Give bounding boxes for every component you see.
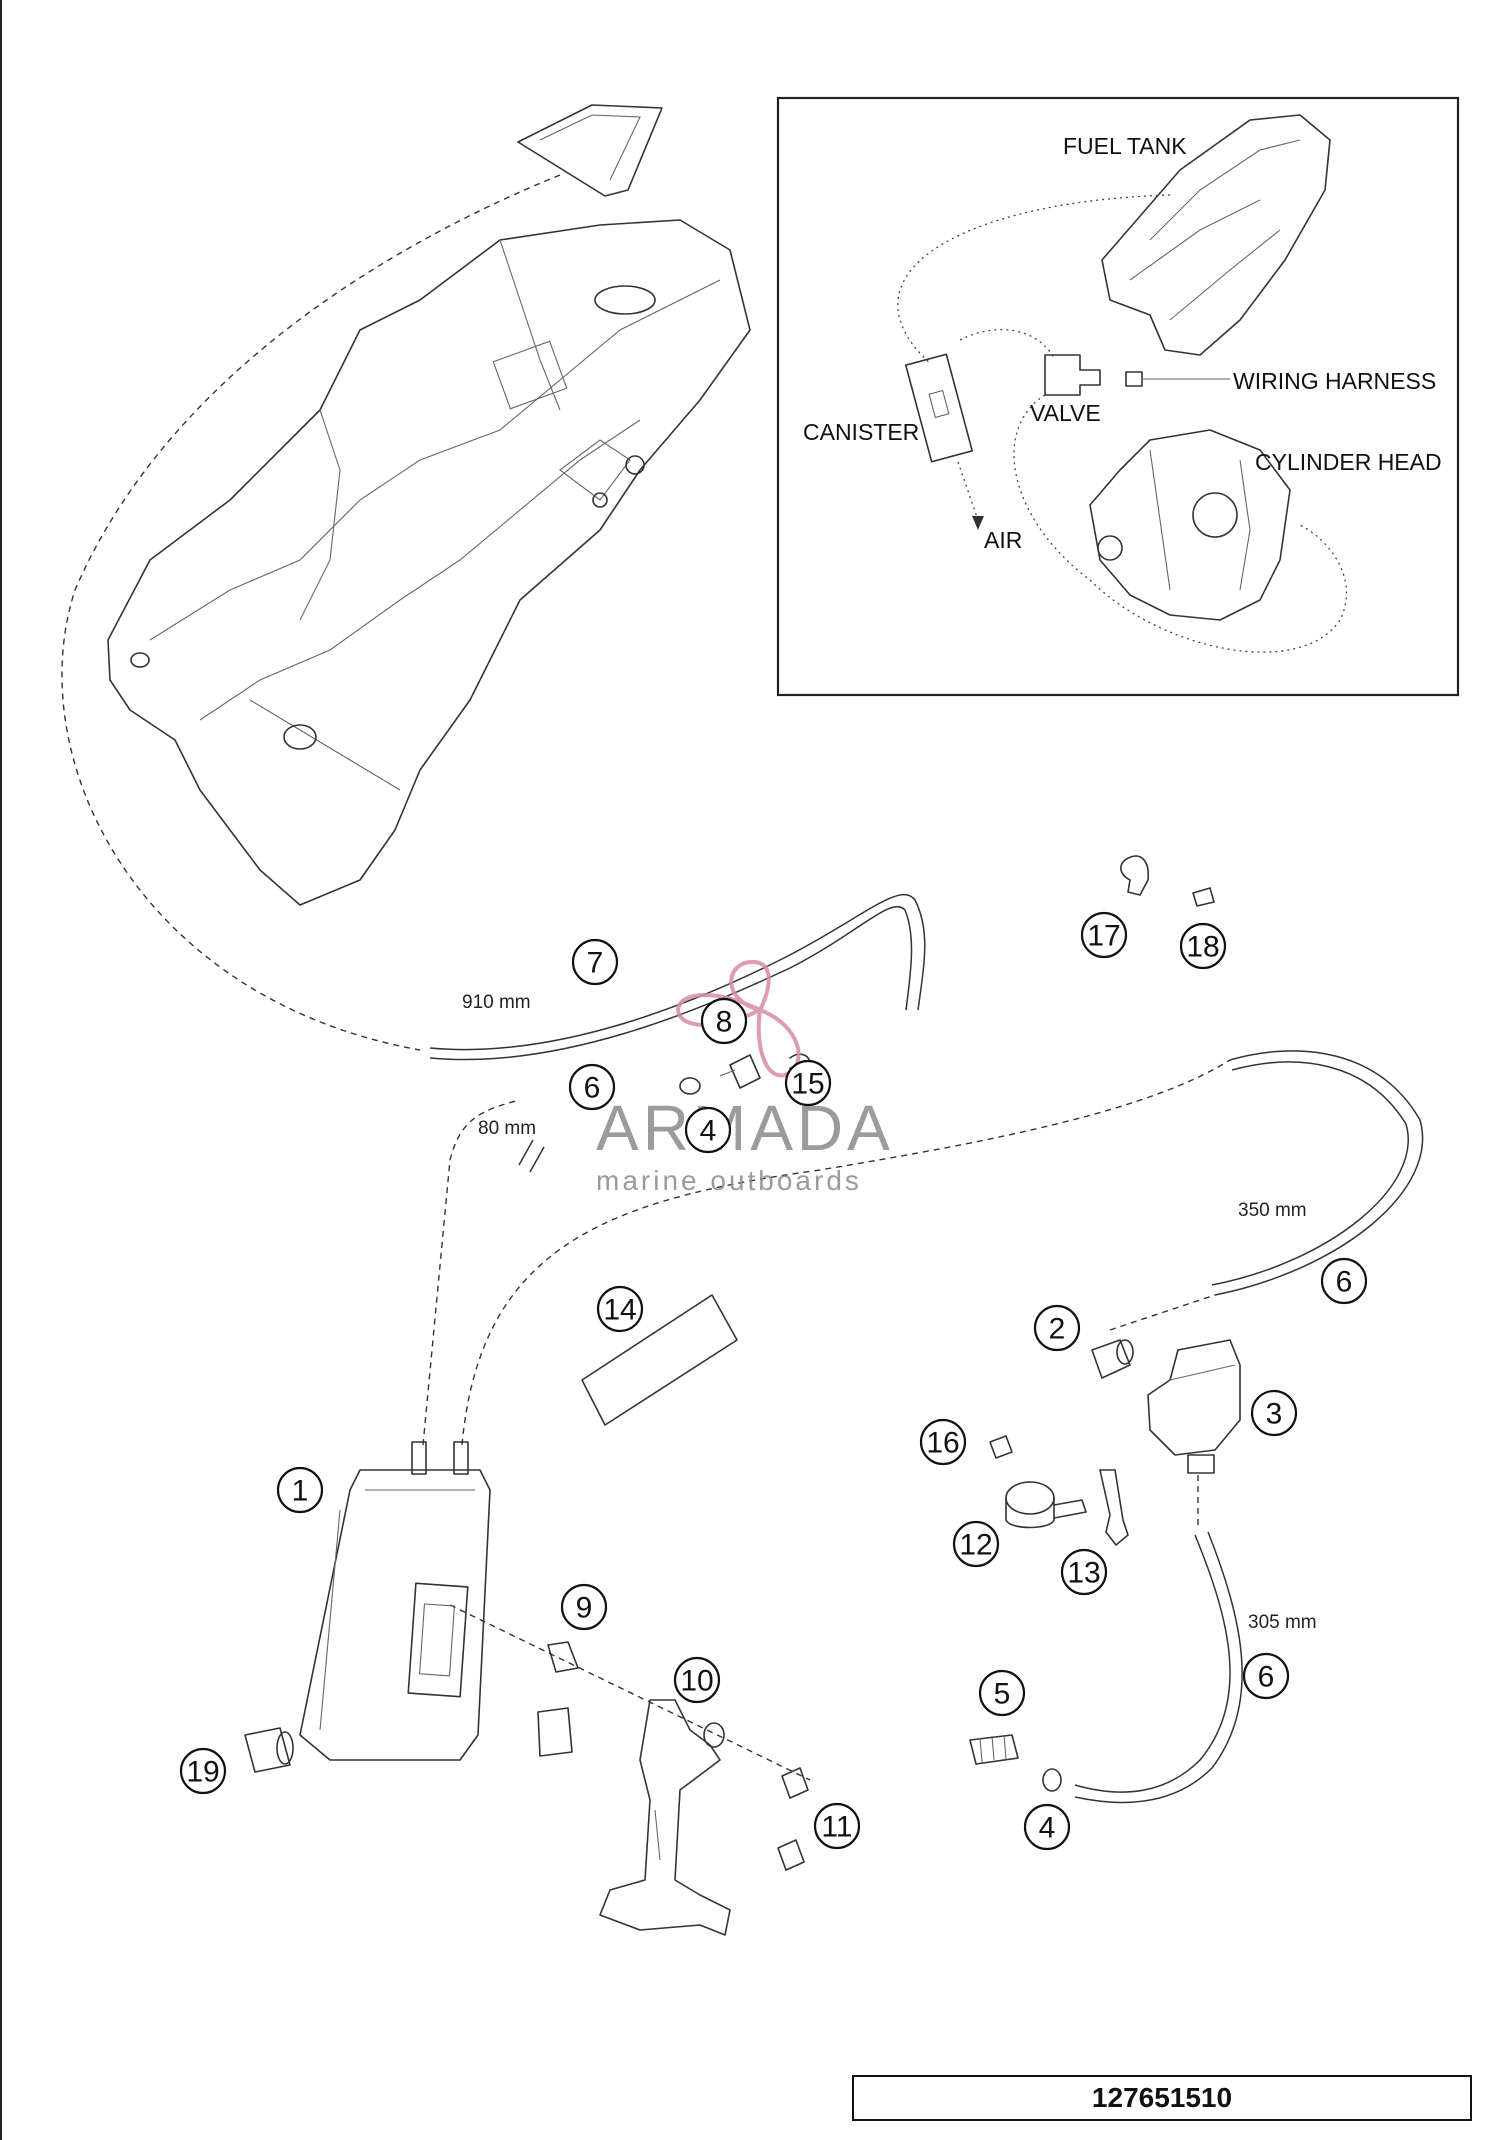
svg-text:1: 1: [292, 1475, 309, 1508]
part-3-valve: [1147, 1339, 1241, 1474]
part-4-clamp-upper: [679, 1077, 701, 1095]
callout-19: 19: [179, 1747, 227, 1795]
svg-text:10: 10: [680, 1665, 713, 1698]
dim-hose-6-lower: 305 mm: [1248, 1612, 1317, 1633]
callout-12: 12: [952, 1520, 1000, 1568]
dim-hose-6-long: 350 mm: [1238, 1200, 1307, 1221]
svg-text:8: 8: [716, 1006, 733, 1039]
svg-text:4: 4: [1039, 1812, 1056, 1845]
part-19-rubber-block: [244, 1727, 294, 1773]
callout-1: 1: [276, 1466, 324, 1514]
svg-text:3: 3: [1266, 1398, 1283, 1431]
dim-hose-6-short: 80 mm: [478, 1118, 536, 1139]
label-valve: VALVE: [1030, 400, 1101, 426]
part-16-bolt: [989, 1435, 1013, 1459]
callout-6-short: 6: [568, 1063, 616, 1111]
part-2-fitting: [1091, 1339, 1131, 1379]
svg-text:6: 6: [1336, 1266, 1353, 1299]
callout-10: 10: [673, 1656, 721, 1704]
callout-6-lower: 6: [1242, 1652, 1290, 1700]
label-fuel-tank: FUEL TANK: [1063, 133, 1187, 159]
svg-text:13: 13: [1067, 1557, 1100, 1590]
label-wiring-harness: WIRING HARNESS: [1233, 368, 1436, 394]
label-canister: CANISTER: [803, 419, 919, 445]
part-18-bolt: [1192, 887, 1215, 907]
svg-text:16: 16: [926, 1427, 959, 1460]
inset-schematic: [776, 96, 1460, 697]
callout-5: 5: [978, 1669, 1026, 1717]
part-8-connector: [719, 1054, 761, 1089]
svg-text:17: 17: [1087, 920, 1120, 953]
callout-11: 11: [813, 1802, 861, 1850]
page-left-border: [0, 0, 2, 2140]
svg-text:4: 4: [700, 1115, 717, 1148]
callout-8: 8: [700, 997, 748, 1045]
hose-7: [429, 894, 926, 1051]
label-cylinder-head: CYLINDER HEAD: [1255, 449, 1442, 475]
assembly-leader-frame: [61, 174, 561, 1051]
callout-13: 13: [1060, 1548, 1108, 1596]
callout-18: 18: [1179, 922, 1227, 970]
dim-hose-7: 910 mm: [462, 992, 531, 1013]
part-number-box: 127651510: [852, 2075, 1472, 2121]
svg-text:6: 6: [1258, 1661, 1275, 1694]
part-14-label: [581, 1294, 738, 1426]
label-air: AIR: [984, 527, 1022, 553]
hose-6-long: [1214, 1050, 1424, 1296]
callout-2: 2: [1033, 1304, 1081, 1352]
frame-drawing: [107, 104, 751, 906]
callout-7: 7: [571, 938, 619, 986]
svg-text:14: 14: [603, 1294, 636, 1327]
callout-4-lower: 4: [1023, 1803, 1071, 1851]
svg-text:15: 15: [791, 1068, 824, 1101]
part-10-bracket: [599, 1699, 731, 1936]
svg-text:18: 18: [1186, 931, 1219, 964]
svg-text:6: 6: [584, 1072, 601, 1105]
hose-6-lower: [1074, 1534, 1231, 1793]
part-4-clamp-lower: [1042, 1768, 1062, 1792]
part-13-bracket: [1099, 1469, 1129, 1546]
callout-3: 3: [1250, 1389, 1298, 1437]
watermark-tagline: marine outboards: [596, 1165, 862, 1196]
watermark-brand: ARMADA: [596, 1092, 894, 1164]
part-number: 127651510: [1091, 2082, 1233, 2113]
svg-text:19: 19: [186, 1756, 219, 1789]
part-canister: [299, 1441, 491, 1761]
svg-text:2: 2: [1049, 1313, 1066, 1346]
callout-14: 14: [596, 1285, 644, 1333]
callout-15: 15: [784, 1059, 832, 1107]
inset-frame: [776, 96, 1460, 697]
svg-text:12: 12: [959, 1529, 992, 1562]
callout-9: 9: [560, 1583, 608, 1631]
callout-16: 16: [919, 1418, 967, 1466]
svg-text:11: 11: [821, 1811, 852, 1844]
callout-4-upper: 4: [684, 1106, 732, 1154]
svg-text:9: 9: [576, 1592, 593, 1625]
part-12-clamp: [1005, 1481, 1087, 1529]
part-9-clip-nut: [537, 1641, 579, 1757]
part-5-fitting: [969, 1734, 1019, 1765]
callout-6-long: 6: [1320, 1257, 1368, 1305]
svg-text:5: 5: [994, 1678, 1011, 1711]
part-17-clamp: [1120, 855, 1150, 896]
callout-17: 17: [1080, 911, 1128, 959]
svg-text:7: 7: [587, 947, 604, 980]
armada-watermark: ARMADA marine outboards: [596, 959, 894, 1196]
part-11-bolts: [777, 1767, 809, 1871]
